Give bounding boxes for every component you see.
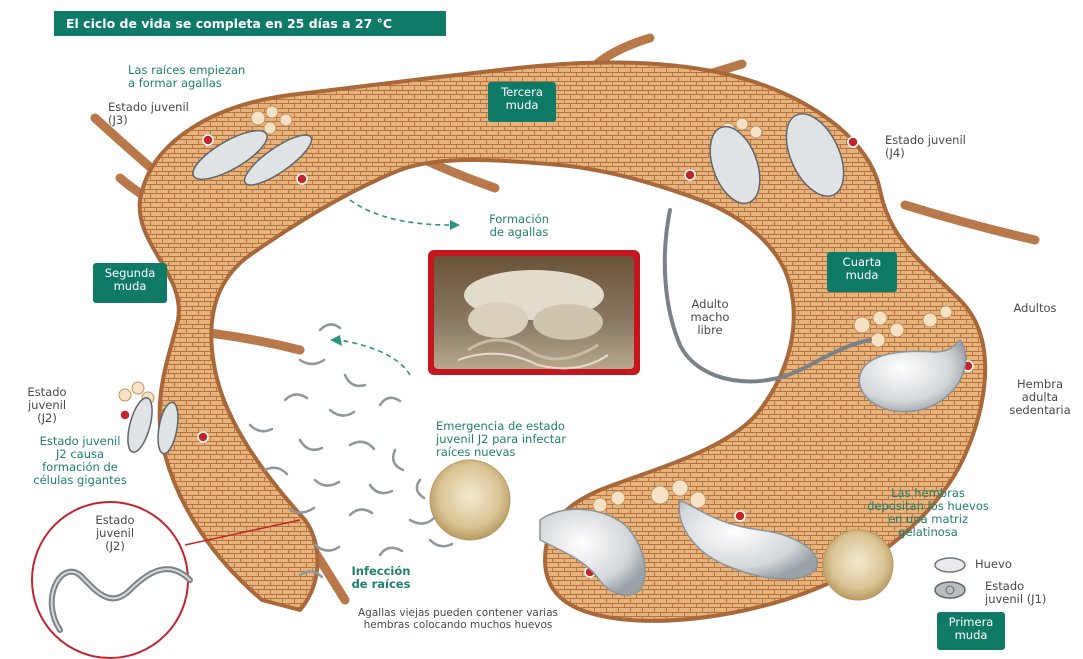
label-raices-agallas: Las raíces empiezan a formar agallas: [128, 64, 245, 90]
label-adulto-macho: Adulto macho libre: [680, 298, 740, 337]
label-juvenil-j4: Estado juvenil (J4): [885, 134, 966, 160]
label-juvenil-j2: Estado juvenil (J2): [22, 386, 72, 425]
label-inset-j2: Estado juvenil (J2): [80, 514, 150, 553]
egg-legend-icons: [935, 558, 965, 598]
stage-primera-muda: Primera muda: [937, 612, 1005, 650]
label-hembras-depositan: Las hembras depositan los huevos en una …: [858, 487, 998, 539]
stage-segunda-muda: Segunda muda: [93, 263, 167, 303]
label-j2-causa: Estado juvenil J2 causa formación de cél…: [10, 435, 150, 487]
diagram-title: El ciclo de vida se completa en 25 días …: [54, 11, 446, 36]
label-adultos: Adultos: [1005, 302, 1065, 315]
label-infeccion: Infección de raíces: [343, 565, 419, 591]
stage-tercera-muda: Tercera muda: [488, 82, 556, 122]
label-hembra-adulta: Hembra adulta sedentaria: [1005, 378, 1075, 417]
gall-photo: [428, 250, 640, 375]
stage-cuarta-muda: Cuarta muda: [827, 252, 897, 292]
label-huevo: Huevo: [975, 558, 1012, 571]
label-juvenil-j3: Estado juvenil (J3): [108, 101, 189, 127]
label-juvenil-j1: Estado juvenil (J1): [985, 580, 1046, 606]
label-formacion-agallas: Formación de agallas: [484, 213, 554, 239]
label-emergencia: Emergencia de estado juvenil J2 para inf…: [436, 420, 566, 459]
label-agallas-viejas: Agallas viejas pueden contener varias he…: [318, 607, 598, 631]
